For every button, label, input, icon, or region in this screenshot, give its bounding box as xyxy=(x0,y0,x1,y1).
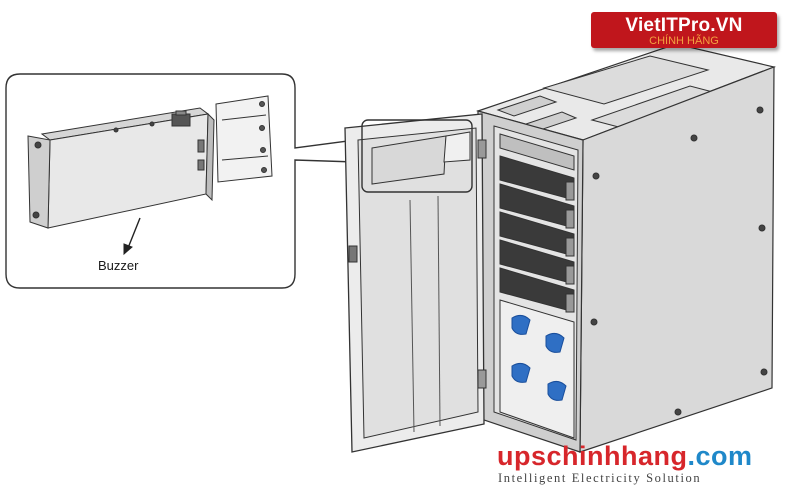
buzzer-label: Buzzer xyxy=(98,258,139,273)
badge-subtitle: CHÍNH HÃNG xyxy=(649,35,719,47)
ups-cabinet xyxy=(475,43,777,453)
badge-title: VietITPro.VN xyxy=(625,15,743,36)
battery-modules xyxy=(499,155,575,313)
cabinet-door xyxy=(344,113,487,453)
watermark-tagline: Intelligent Electricity Solution xyxy=(498,471,702,485)
breaker-handles xyxy=(511,314,567,401)
watermark-brand-main: upschinhhang xyxy=(497,441,688,471)
buzzer-module-small xyxy=(371,131,471,185)
buzzer-pointer-arrow xyxy=(123,217,141,256)
watermark-brand-tld: .com xyxy=(687,441,753,471)
watermark-brand: upschinhhang.com xyxy=(497,441,753,472)
buzzer-highlight-box xyxy=(361,119,473,193)
buzzer-module-enlarged xyxy=(27,95,273,229)
brand-badge: VietITPro.VN CHÍNH HÃNG xyxy=(591,12,777,48)
